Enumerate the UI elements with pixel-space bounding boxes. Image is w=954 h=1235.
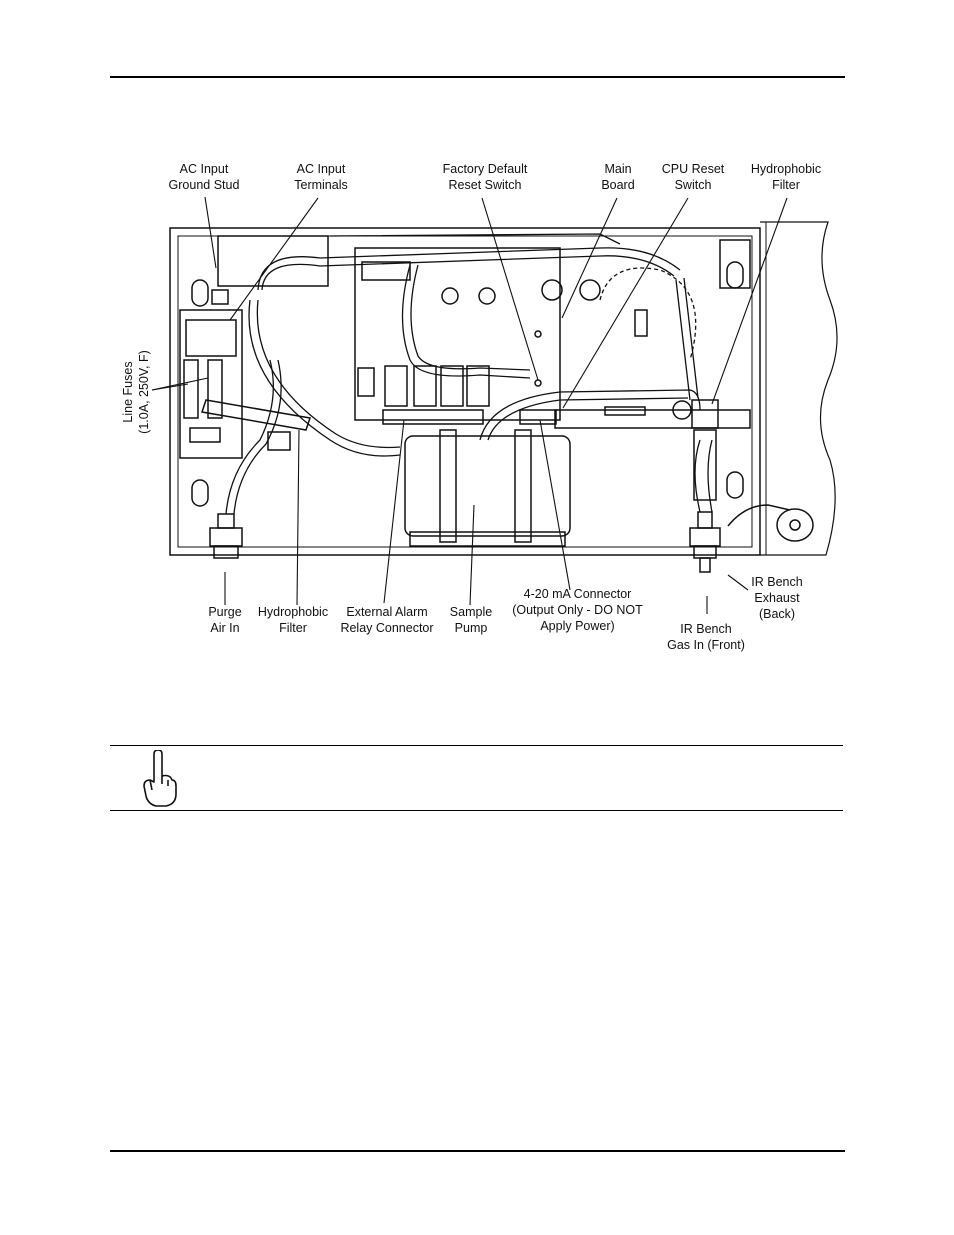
- leader-sample-pump: [469, 504, 475, 606]
- note-box: [110, 745, 843, 811]
- tube-left-loop: [248, 299, 401, 457]
- leader-ac-ground: [204, 196, 217, 269]
- tube-right-vertical: [675, 279, 691, 401]
- keyhole-top-left: [191, 279, 209, 307]
- leader-fuses-2: [151, 377, 209, 391]
- board-bar: [554, 409, 751, 429]
- leader-ir-exhaust: [727, 574, 749, 591]
- main-board: [354, 247, 561, 421]
- relay-4: [466, 365, 490, 407]
- sample-pump-body: [404, 435, 571, 537]
- purge-fitting: [209, 527, 243, 547]
- leader-420: [539, 419, 571, 591]
- hydrophobic-filter-left: [201, 399, 311, 431]
- leader-main-board: [561, 197, 618, 319]
- leader-hydrophobic-top: [711, 197, 788, 405]
- leader-cpu-reset: [562, 197, 689, 409]
- tube-main-top: [257, 247, 681, 291]
- ir-bench-fitting: [689, 527, 721, 547]
- header-rule: [110, 76, 845, 78]
- relay-2: [413, 365, 437, 407]
- leader-hydro-bottom: [296, 429, 300, 606]
- leader-ext-alarm: [383, 419, 405, 604]
- label-line-fuses: Line Fuses(1.0A, 250V, F): [121, 350, 151, 434]
- keyhole-bottom-right: [726, 471, 744, 499]
- door-flap: [760, 221, 838, 556]
- tube-board-loop: [401, 264, 531, 379]
- tube-pump-loop: [479, 389, 701, 441]
- footer-rule: [110, 1150, 845, 1152]
- alarm-relay-connector: [382, 409, 484, 425]
- leader-ac-terminals: [229, 197, 319, 321]
- hydrophobic-filter-right: [691, 399, 719, 429]
- relay-3: [440, 365, 464, 407]
- keyhole-top-right: [726, 261, 744, 289]
- enclosure-outline: [169, 227, 761, 556]
- enclosure-diagram: [151, 196, 838, 614]
- pointing-hand-icon: [143, 750, 177, 807]
- tube-ir-bench: [694, 439, 701, 513]
- keyhole-bottom-left: [191, 479, 209, 507]
- leader-factory-reset: [481, 197, 539, 381]
- relay-1: [384, 365, 408, 407]
- tube-purge: [225, 359, 274, 515]
- ac-terminals: [217, 235, 329, 287]
